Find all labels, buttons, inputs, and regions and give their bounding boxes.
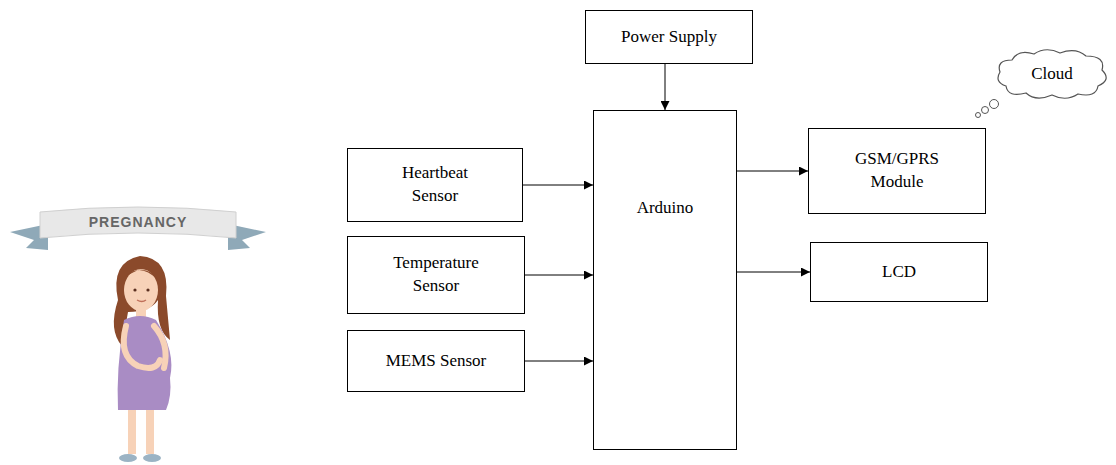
bubble bbox=[990, 100, 999, 109]
arrow-connector bbox=[665, 64, 666, 110]
arrow-connector bbox=[525, 361, 593, 362]
shoe bbox=[143, 454, 161, 462]
node-text: Power Supply bbox=[621, 26, 717, 49]
arrow-connector bbox=[523, 185, 593, 186]
bubble bbox=[982, 107, 989, 114]
node-text: MEMS Sensor bbox=[386, 350, 487, 373]
arrow-connector bbox=[525, 275, 593, 276]
process-box: Power Supply bbox=[585, 10, 753, 64]
mouth bbox=[137, 300, 146, 302]
process-box: Temperature Sensor bbox=[347, 236, 525, 314]
banner-ribbon bbox=[10, 207, 266, 250]
bubble bbox=[976, 113, 981, 118]
process-box: LCD bbox=[810, 242, 988, 302]
woman-figure bbox=[114, 256, 172, 462]
node-text: LCD bbox=[882, 261, 916, 284]
node-text: Temperature Sensor bbox=[381, 252, 491, 298]
arm bbox=[124, 326, 160, 368]
thought-bubbles bbox=[976, 100, 999, 118]
dress bbox=[118, 316, 172, 410]
arrow-connector bbox=[737, 272, 810, 273]
arm bbox=[154, 326, 166, 368]
cloud-shape: Cloud bbox=[992, 46, 1112, 102]
process-box: Arduino bbox=[593, 110, 737, 450]
node-text: Heartbeat Sensor bbox=[380, 162, 490, 208]
arrow-connector bbox=[737, 171, 808, 172]
process-box: MEMS Sensor bbox=[347, 330, 525, 392]
leg bbox=[146, 410, 154, 454]
node-text: GSM/GPRS Module bbox=[841, 148, 953, 194]
node-text: Cloud bbox=[1031, 63, 1073, 86]
banner-text: PREGNANCY bbox=[40, 214, 236, 230]
face bbox=[124, 269, 158, 311]
process-box: GSM/GPRS Module bbox=[808, 128, 986, 214]
process-box: Heartbeat Sensor bbox=[347, 148, 523, 222]
fringe bbox=[126, 270, 158, 280]
leg bbox=[128, 410, 136, 454]
eye bbox=[133, 288, 136, 291]
ribbon-body bbox=[40, 207, 236, 238]
cloud-path bbox=[998, 50, 1106, 99]
node-text: Arduino bbox=[637, 197, 694, 220]
eye bbox=[146, 288, 149, 291]
shoe bbox=[119, 454, 137, 462]
